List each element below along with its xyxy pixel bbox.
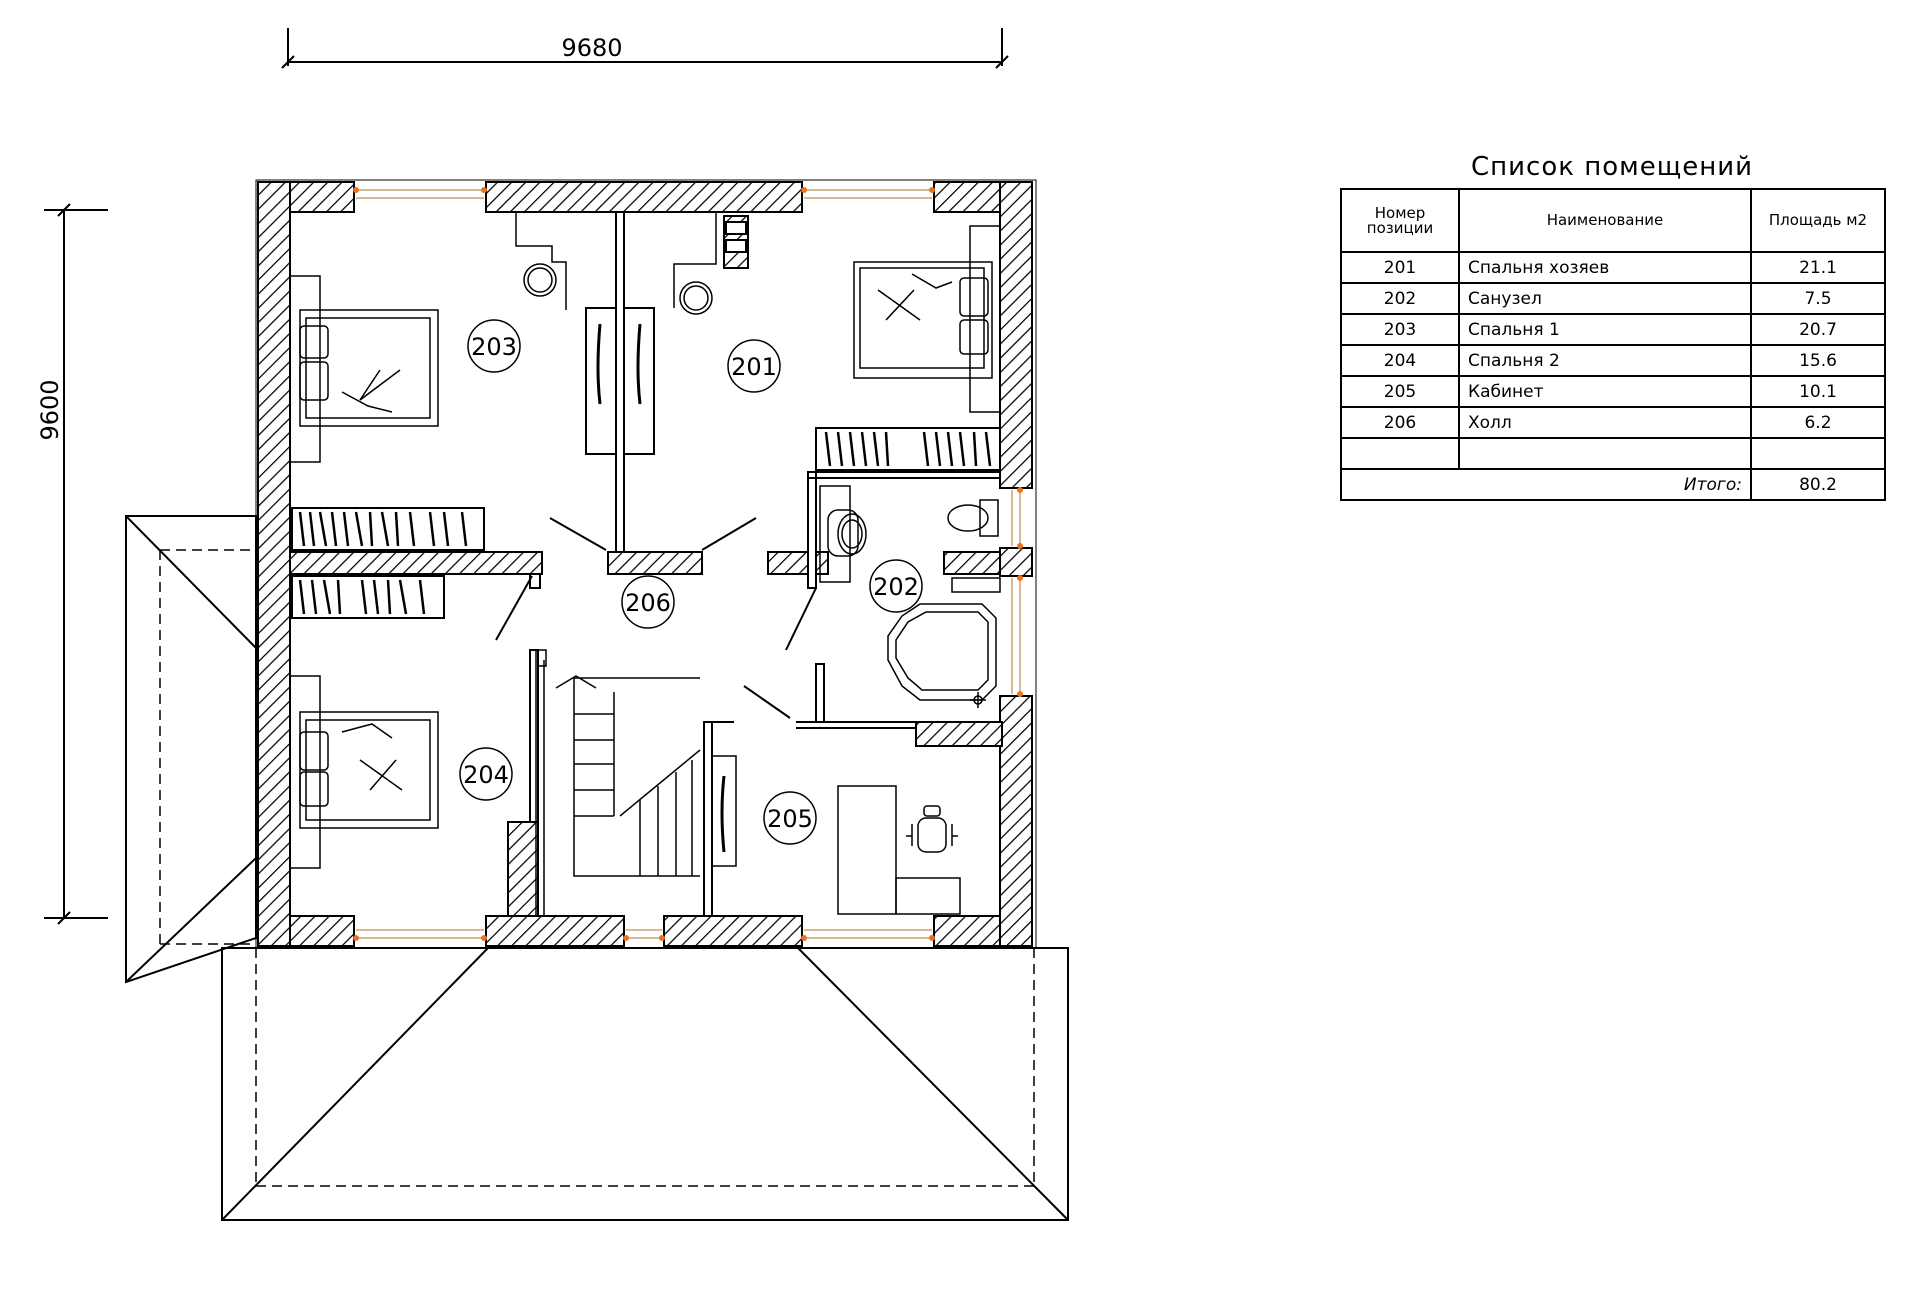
total-value: 80.2	[1750, 468, 1886, 501]
wardrobe-bedroom-203	[291, 507, 485, 551]
room-schedule-title: Список помещений	[1470, 152, 1754, 182]
partitions	[529, 211, 1000, 917]
header-area: Площадь м2	[1750, 188, 1886, 253]
room-schedule-table: Номер позиции Наименование Площадь м2 20…	[1340, 188, 1886, 501]
slab-outline	[255, 179, 1037, 949]
cell-name: Спальня 1	[1458, 313, 1752, 346]
cell-number	[1340, 437, 1460, 470]
cell-area: 20.7	[1750, 313, 1886, 346]
bed-bedroom-204	[289, 675, 439, 869]
room-label-205: 205	[767, 805, 813, 833]
roof-left-wing	[125, 515, 257, 984]
room-label-202: 202	[873, 573, 919, 601]
vent-block	[725, 221, 747, 253]
cell-area	[1750, 437, 1886, 470]
cell-number: 201	[1340, 251, 1460, 284]
bathroom-fixtures	[819, 485, 1001, 708]
cell-name	[1458, 437, 1752, 470]
cell-area: 6.2	[1750, 406, 1886, 439]
table-row: 205 Кабинет 10.1	[1340, 375, 1886, 408]
cell-name: Спальня хозяев	[1458, 251, 1752, 284]
floor-plan-drawing: 9680 9600	[36, 28, 1069, 1221]
cell-name: Холл	[1458, 406, 1752, 439]
table-row: 203 Спальня 1 20.7	[1340, 313, 1886, 346]
cell-area: 7.5	[1750, 282, 1886, 315]
roof-bottom-wing	[221, 947, 1069, 1221]
cell-area: 10.1	[1750, 375, 1886, 408]
room-schedule: Список помещений Номер позиции Наименова…	[1340, 150, 1886, 501]
room-label-203: 203	[471, 333, 517, 361]
table-total-row: Итого: 80.2	[1340, 468, 1886, 501]
cell-number: 204	[1340, 344, 1460, 377]
windows	[356, 189, 1021, 939]
wardrobe-bedroom-201	[815, 427, 1001, 471]
exterior-walls	[257, 181, 1033, 947]
room-label-204: 204	[463, 761, 509, 789]
cell-area: 15.6	[1750, 344, 1886, 377]
cell-number: 205	[1340, 375, 1460, 408]
dimension-vertical-label: 9600	[36, 379, 64, 440]
cell-number: 202	[1340, 282, 1460, 315]
cell-area: 21.1	[1750, 251, 1886, 284]
bed-bedroom-201	[853, 225, 1001, 413]
header-number: Номер позиции	[1340, 188, 1460, 253]
table-row: 204 Спальня 2 15.6	[1340, 344, 1886, 377]
staircase	[535, 649, 701, 916]
total-label: Итого:	[1340, 468, 1752, 501]
wardrobe-bedroom-204	[291, 575, 445, 619]
cell-name: Санузел	[1458, 282, 1752, 315]
cell-name: Кабинет	[1458, 375, 1752, 408]
cell-number: 206	[1340, 406, 1460, 439]
dimension-horizontal-label: 9680	[561, 34, 622, 62]
room-label-206: 206	[625, 589, 671, 617]
central-wardrobe	[585, 307, 655, 455]
door-swings	[495, 517, 817, 719]
dimension-vertical	[44, 203, 108, 925]
cell-name: Спальня 2	[1458, 344, 1752, 377]
table-row-empty	[1340, 437, 1886, 470]
study-furniture	[711, 755, 961, 915]
table-row: 206 Холл 6.2	[1340, 406, 1886, 439]
round-lamps	[523, 263, 713, 315]
niche-shapes	[515, 212, 717, 310]
table-row: 202 Санузел 7.5	[1340, 282, 1886, 315]
bed-bedroom-203	[289, 275, 439, 463]
table-header-row: Номер позиции Наименование Площадь м2	[1340, 188, 1886, 253]
window-markers	[353, 187, 1023, 941]
interior-walls	[289, 215, 1003, 917]
room-markers	[459, 319, 923, 845]
room-label-201: 201	[731, 353, 777, 381]
table-row: 201 Спальня хозяев 21.1	[1340, 251, 1886, 284]
dimension-horizontal	[281, 28, 1009, 69]
cell-number: 203	[1340, 313, 1460, 346]
header-name: Наименование	[1458, 188, 1752, 253]
